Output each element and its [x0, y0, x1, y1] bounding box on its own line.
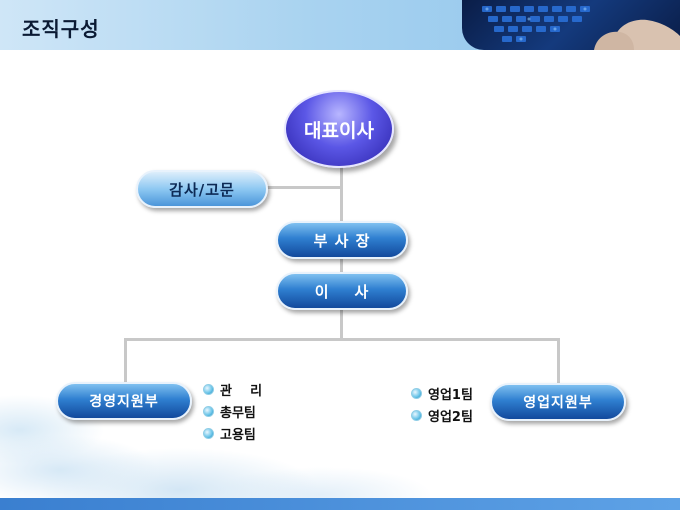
bullet-dot-icon	[411, 409, 422, 421]
page-title: 조직구성	[22, 17, 100, 41]
connector-right-dept	[557, 338, 560, 384]
bullet-dot-icon	[411, 387, 422, 399]
bullet-dot-icon	[203, 405, 214, 417]
connector-left-dept	[124, 338, 127, 384]
bullet-dot-icon	[203, 383, 214, 395]
node-left-dept: 경영지원부	[56, 382, 192, 420]
node-vice-president: 부 사 장	[276, 221, 408, 259]
bullet-dot-icon	[203, 427, 214, 439]
node-ceo: 대표이사	[284, 90, 394, 168]
list-item: 영업1팀	[411, 382, 473, 404]
node-right-dept: 영업지원부	[490, 383, 626, 421]
list-item: 관 리	[203, 378, 262, 400]
node-director: 이 사	[276, 272, 408, 310]
keyboard-photo	[462, 0, 680, 50]
footer-bar	[0, 498, 680, 510]
header-bar: 조직구성	[0, 0, 680, 50]
right-team-list: 영업1팀 영업2팀	[411, 382, 473, 426]
list-item: 고용팀	[203, 422, 262, 444]
left-team-list: 관 리 총무팀 고용팀	[203, 378, 262, 444]
connector-auditor	[266, 186, 342, 189]
list-item: 총무팀	[203, 400, 262, 422]
cloud-background	[0, 360, 680, 500]
connector-horizontal	[124, 338, 560, 341]
list-item: 영업2팀	[411, 404, 473, 426]
keyboard-image	[482, 6, 680, 50]
node-auditor: 감사/고문	[136, 170, 268, 208]
